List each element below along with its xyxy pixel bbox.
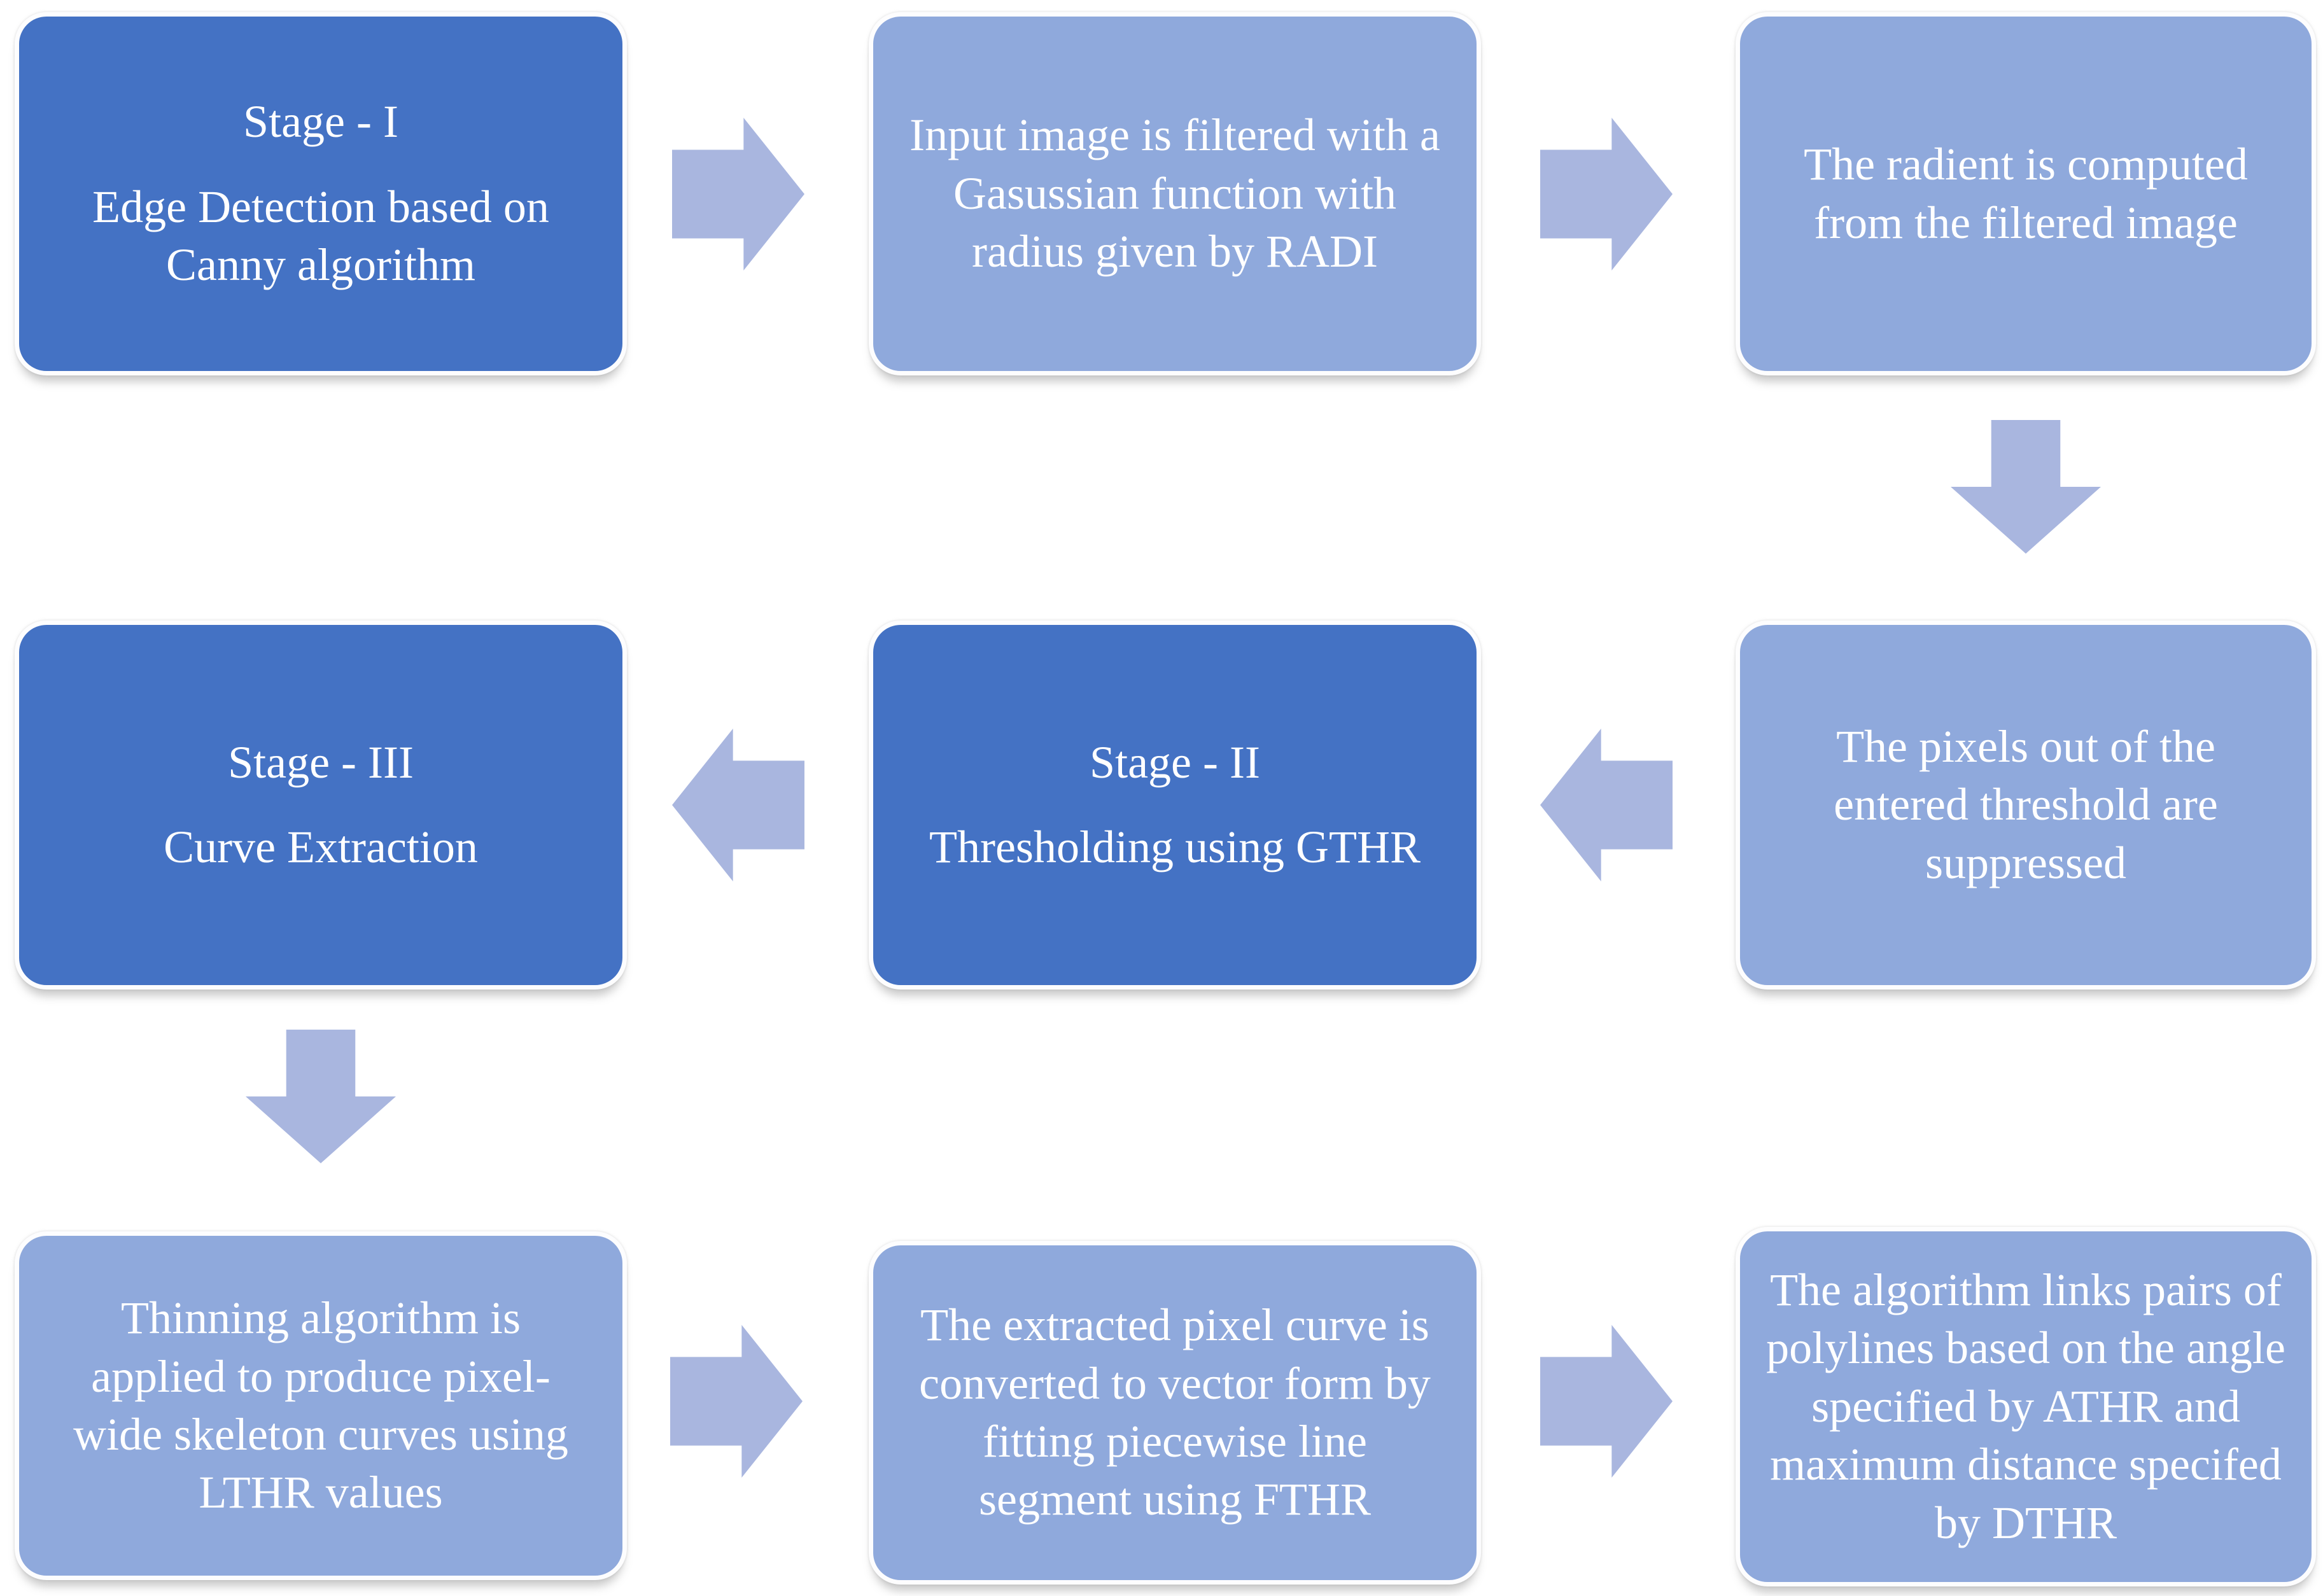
flow-arrow-right-icon	[1540, 1325, 1673, 1478]
node-thinning: Thinning algorithm is applied to produce…	[15, 1231, 627, 1580]
node-stage-1: Stage - I Edge Detection based on Canny …	[15, 12, 627, 375]
node-gaussian-filter-body: Input image is filtered with a Gasussian…	[909, 109, 1440, 277]
node-gradient-computation-body: The radient is computed from the filtere…	[1804, 139, 2248, 248]
node-stage-3-heading: Stage - III	[228, 736, 414, 788]
node-stage-1-body: Edge Detection based on Canny algorithm	[92, 181, 549, 291]
node-thinning-body: Thinning algorithm is applied to produce…	[73, 1292, 568, 1518]
node-stage-2-heading: Stage - II	[1090, 736, 1260, 788]
node-threshold-suppression: The pixels out of the entered threshold …	[1736, 620, 2316, 990]
node-polyline-linking-body: The algorithm links pairs of polylines b…	[1766, 1264, 2285, 1548]
flow-arrow-left-icon	[1540, 729, 1673, 881]
node-stage-1-heading: Stage - I	[243, 96, 398, 148]
flow-arrow-right-icon	[672, 118, 804, 270]
node-vectorization-body: The extracted pixel curve is converted t…	[919, 1299, 1431, 1525]
flow-arrow-right-icon	[670, 1325, 803, 1478]
node-vectorization: The extracted pixel curve is converted t…	[869, 1241, 1481, 1585]
node-polyline-linking: The algorithm links pairs of polylines b…	[1736, 1227, 2316, 1586]
flow-arrow-down-icon	[1951, 420, 2101, 554]
node-gradient-computation: The radient is computed from the filtere…	[1736, 12, 2316, 375]
flow-arrow-left-icon	[672, 729, 804, 881]
node-gaussian-filter: Input image is filtered with a Gasussian…	[869, 12, 1481, 375]
node-stage-2: Stage - II Thresholding using GTHR	[869, 620, 1481, 990]
node-stage-2-body: Thresholding using GTHR	[929, 822, 1421, 872]
node-stage-3-body: Curve Extraction	[164, 822, 478, 872]
flow-arrow-right-icon	[1540, 118, 1673, 270]
flow-arrow-down-icon	[246, 1030, 396, 1163]
node-stage-3: Stage - III Curve Extraction	[15, 620, 627, 990]
node-threshold-suppression-body: The pixels out of the entered threshold …	[1834, 720, 2218, 888]
